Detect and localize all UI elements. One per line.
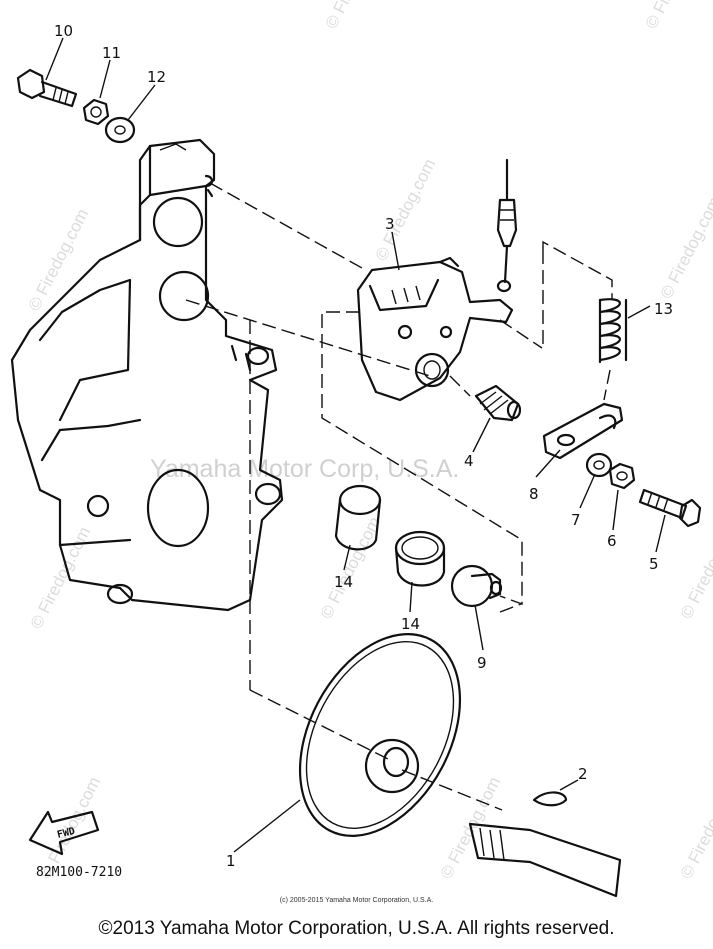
callout-9: 9 <box>477 654 487 672</box>
callout-12: 12 <box>147 68 166 86</box>
shaft-plate-9 <box>450 564 503 608</box>
footer-copyright-small: (c) 2005-2015 Yamaha Motor Corporation, … <box>279 897 434 904</box>
watermark-center: Yamaha Motor Corp, U.S.A. <box>150 455 459 483</box>
washer-12 <box>104 116 136 144</box>
callout-3: 3 <box>385 215 395 233</box>
footer-copyright: ©2013 Yamaha Motor Corporation, U.S.A. A… <box>98 918 615 939</box>
callout-11: 11 <box>102 44 121 62</box>
diagram-part-code: 82M100-7210 <box>36 865 122 880</box>
bracket-housing <box>10 138 284 612</box>
throttle-cable <box>496 158 518 293</box>
fwd-arrow-icon: FWD <box>28 810 100 856</box>
leader-lines <box>45 37 666 853</box>
watermark-site: © Firedog.com <box>677 514 713 622</box>
assembly-dashed-lines <box>185 182 613 811</box>
callout-2: 2 <box>578 765 588 783</box>
seal-14-upper <box>334 484 382 551</box>
callout-10: 10 <box>54 22 73 40</box>
watermark-site: © Firedog.com <box>317 514 385 622</box>
callout-1: 1 <box>226 852 236 870</box>
watermark-site: © Firedog.com <box>657 194 713 302</box>
callout-7: 7 <box>571 511 581 529</box>
adjust-screw-4 <box>474 384 522 422</box>
watermark-site: © Firedog.com <box>677 774 713 882</box>
lever-housing-3 <box>356 256 514 402</box>
callout-4: 4 <box>464 452 474 470</box>
seal-14-lower <box>394 530 446 587</box>
callout-6: 6 <box>607 532 617 550</box>
watermark-site: © Firedog.com <box>642 0 710 32</box>
callout-14: 14 <box>401 615 420 633</box>
watermark-site: © Firedog.com <box>322 0 390 32</box>
fwd-label: FWD <box>56 826 76 841</box>
washer-7 <box>585 452 613 478</box>
callout-14: 14 <box>334 573 353 591</box>
callout-5: 5 <box>649 555 659 573</box>
nut-11 <box>82 98 110 126</box>
sheave-1 <box>298 633 622 898</box>
lever-8 <box>542 402 624 460</box>
nut-6 <box>608 462 636 490</box>
bolt-10 <box>16 68 78 108</box>
watermark-site: © Firedog.com <box>25 206 93 314</box>
spring-13 <box>598 298 628 364</box>
callout-numbers: 10 11 12 3 13 4 8 7 6 5 14 14 9 2 1 <box>54 22 673 870</box>
key-2 <box>532 791 568 807</box>
bolt-5 <box>638 488 702 528</box>
callout-13: 13 <box>654 300 673 318</box>
callout-8: 8 <box>529 485 539 503</box>
watermark-site: © Firedog.com <box>372 156 440 264</box>
